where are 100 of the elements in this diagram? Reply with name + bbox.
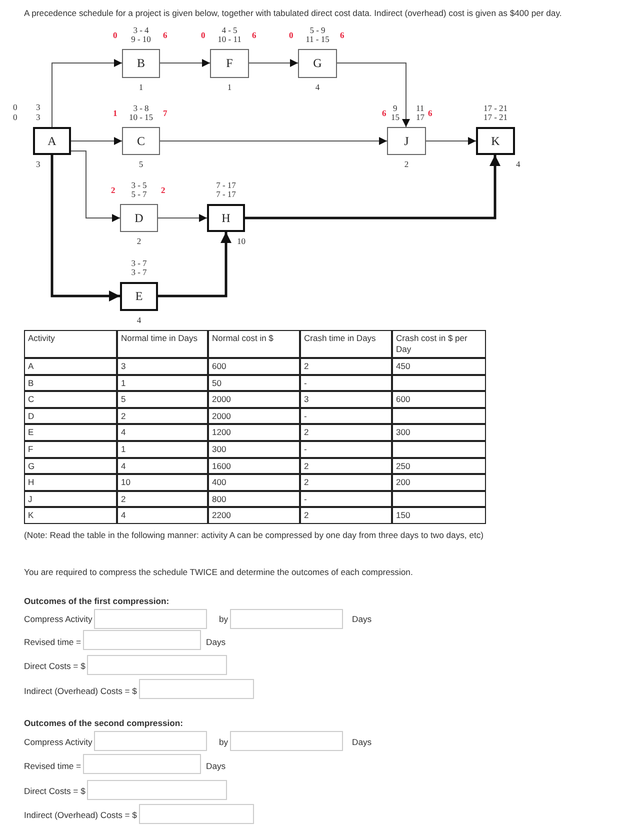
field-label: by — [219, 615, 228, 624]
field-label: Days — [206, 638, 226, 647]
time-value: 4 - 5 — [222, 26, 238, 34]
table-cell: 1200 — [208, 424, 300, 441]
table-cell: J — [24, 490, 117, 508]
duration-value: 1 — [227, 83, 232, 92]
table-cell: 4 — [117, 458, 208, 474]
arrow — [70, 137, 122, 145]
table-cell: 2 — [300, 458, 392, 474]
table-cell: 400 — [208, 474, 300, 491]
table-cell: - — [300, 374, 392, 392]
table-cell: 2000 — [208, 408, 300, 424]
table-cell: 2 — [300, 424, 392, 441]
header-cell: Normal time in Days — [117, 330, 208, 358]
table-cell: 2000 — [208, 391, 300, 408]
table-cell: D — [24, 408, 117, 424]
instruction-text: You are required to compress the schedule TWICE and determine the outcomes of each compression. — [24, 568, 413, 577]
time-value: 7 - 17 — [216, 181, 236, 190]
arrow — [70, 150, 120, 222]
field-label: by — [219, 738, 228, 747]
field-label: Direct Costs = $ — [24, 787, 86, 796]
table-cell: H — [24, 474, 117, 491]
table-cell: B — [24, 374, 117, 392]
table-cell: 1 — [117, 374, 208, 392]
activity-box — [33, 127, 71, 155]
duration-value: 4 — [136, 316, 142, 324]
table-cell: 150 — [392, 507, 486, 524]
time-value: 17 - 21 — [483, 113, 508, 122]
duration-value: 10 — [237, 237, 246, 246]
float-value: 6 — [340, 31, 344, 40]
time-value: 3 - 5 — [131, 181, 147, 190]
duration-value: 4 — [516, 160, 520, 168]
time-value: 3 — [36, 113, 40, 122]
header-cell: Activity — [24, 330, 117, 358]
table-cell: 1 — [117, 441, 208, 458]
table-cell: 800 — [208, 490, 300, 508]
time-value: 0 — [13, 103, 18, 112]
float-value: 7 — [163, 109, 168, 118]
field-label: Indirect (Overhead) Costs = $ — [24, 811, 137, 820]
field-label: Days — [206, 762, 226, 771]
field-label: Compress Activity — [24, 738, 92, 747]
table-cell: 2 — [300, 358, 392, 375]
activity-box — [476, 127, 515, 155]
table-cell: 4 — [117, 424, 208, 441]
field-label: Indirect (Overhead) Costs = $ — [24, 687, 137, 696]
time-value: 15 — [391, 113, 400, 122]
field-label: Revised time = — [24, 638, 82, 647]
table-cell: E — [24, 424, 117, 441]
table-cell: 2 — [300, 507, 392, 524]
activity-box — [298, 49, 337, 78]
duration-value: 1 — [138, 83, 144, 92]
time-value: 3 — [36, 103, 40, 112]
table-cell: A — [24, 358, 117, 375]
time-value: 3 - 7 — [131, 259, 147, 268]
field-label: Days — [352, 738, 372, 747]
activity-letter: H — [222, 210, 230, 226]
float-value: 6 — [428, 109, 432, 118]
table-cell: - — [300, 408, 392, 424]
time-value: 17 — [416, 113, 424, 122]
float-value: 6 — [163, 31, 168, 40]
time-value: 5 - 7 — [131, 190, 147, 198]
activity-letter: J — [404, 134, 409, 148]
time-value: 7 - 17 — [216, 190, 236, 198]
duration-value: 2 — [404, 160, 409, 168]
arrow — [158, 214, 208, 222]
table-cell: 4 — [117, 507, 208, 524]
field-label: Revised time = — [24, 762, 82, 771]
field-label: Compress Activity — [24, 615, 92, 624]
table-cell: 600 — [208, 358, 300, 375]
time-value: 0 — [13, 113, 18, 122]
table-cell: 600 — [392, 391, 486, 408]
header-cell: Crash time in Days — [300, 330, 392, 358]
table-cell: 3 — [300, 391, 392, 408]
float-value: 0 — [113, 31, 118, 40]
activity-letter: F — [226, 56, 233, 71]
table-cell: 250 — [392, 458, 486, 474]
section-heading: Outcomes of the first compression: — [24, 597, 170, 606]
float-value: 1 — [113, 109, 118, 118]
header-cell: Normal cost in $ — [208, 330, 300, 358]
time-value: 3 - 7 — [131, 268, 147, 276]
arrow — [158, 232, 232, 298]
table-cell: F — [24, 441, 117, 458]
table-cell: 300 — [208, 441, 300, 458]
time-value: 9 - 10 — [131, 35, 151, 44]
time-value: 10 - 15 — [128, 113, 154, 122]
duration-value: 3 — [36, 160, 40, 168]
table-cell: 2 — [117, 408, 208, 424]
time-value: 11 — [416, 104, 424, 112]
table-cell: 200 — [392, 474, 486, 491]
activity-letter: A — [48, 134, 56, 148]
activity-letter: C — [136, 134, 145, 148]
arrow — [245, 155, 500, 220]
arrow — [426, 137, 476, 145]
arrow — [160, 59, 210, 67]
table-cell: C — [24, 391, 117, 408]
table-cell: 2 — [117, 490, 208, 508]
table-cell: 1600 — [208, 458, 300, 474]
table-cell: 3 — [117, 358, 208, 375]
activity-box — [120, 282, 158, 311]
time-value: 10 - 11 — [218, 35, 242, 44]
